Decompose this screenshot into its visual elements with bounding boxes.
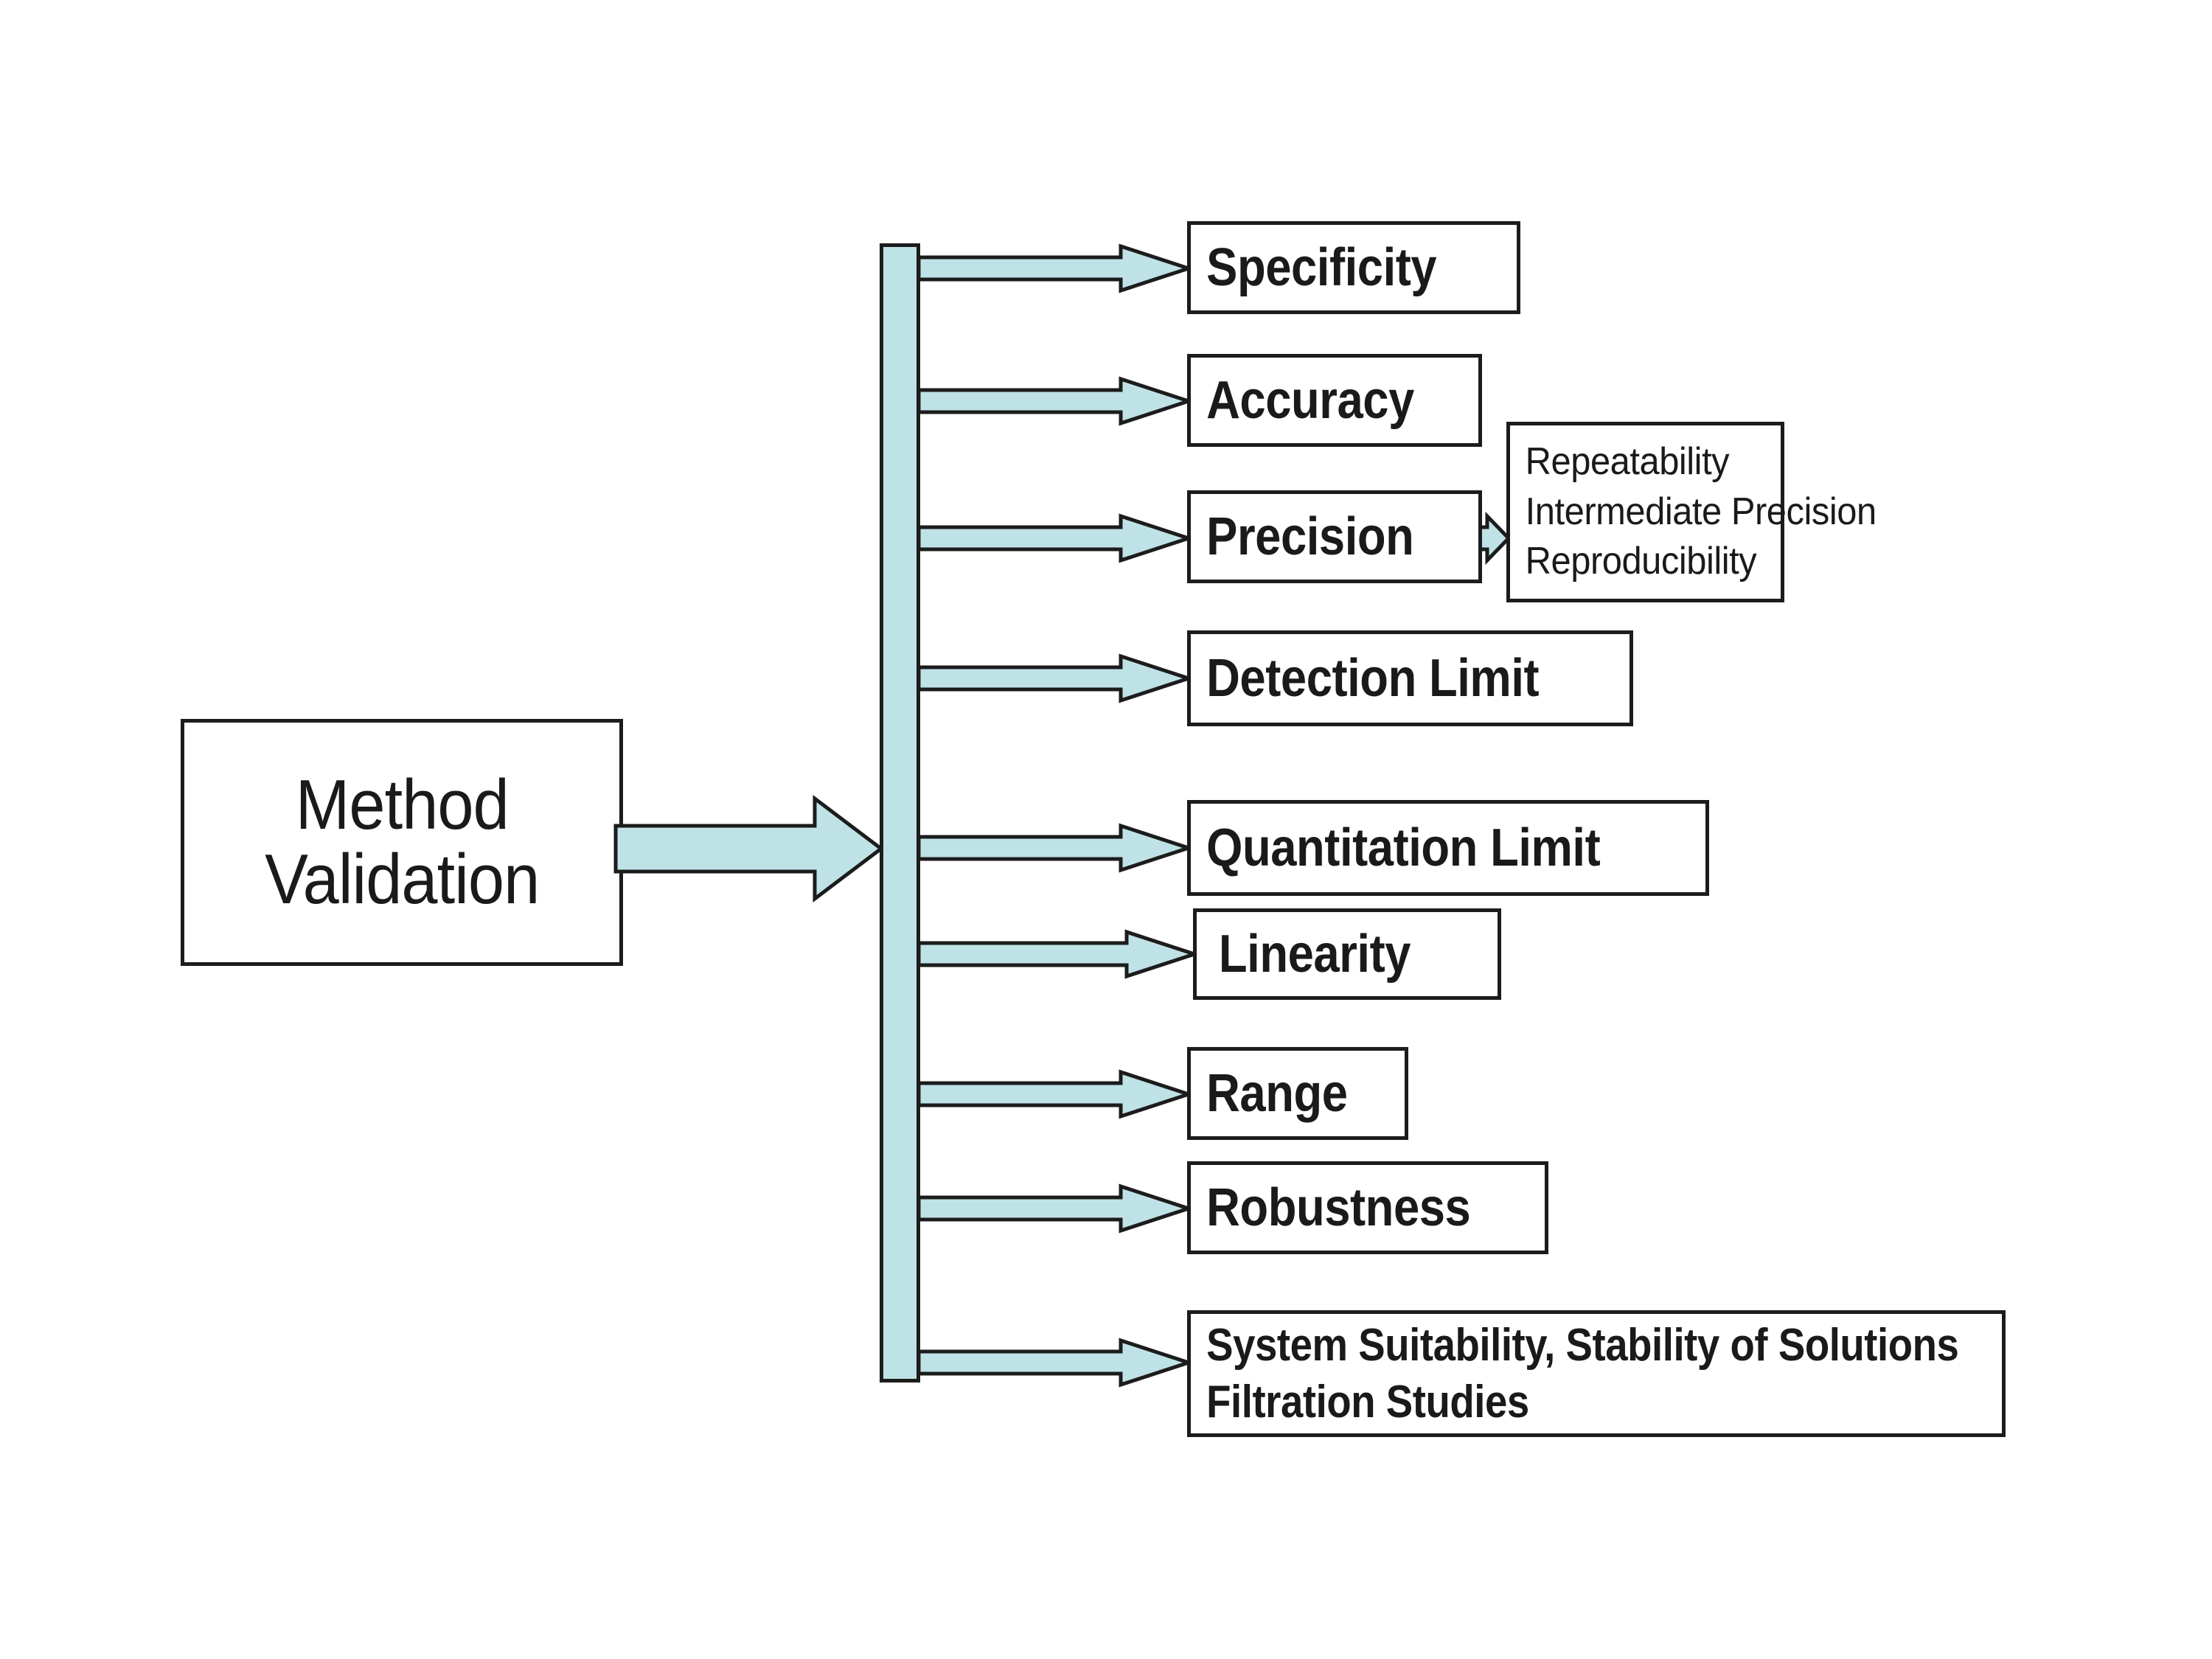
node-precision-detail[interactable]: Repeatability Intermediate Precision Rep… [1506, 422, 1877, 602]
node-system-suitability-label: System Suitability, Stability of Solutio… [1206, 1319, 1959, 1428]
arrow-to-specificity [917, 243, 1195, 293]
node-accuracy[interactable]: Accuracy [1187, 354, 1482, 447]
node-detection-limit-label: Detection Limit [1206, 648, 1540, 708]
arrow-to-detection-limit [917, 653, 1195, 703]
arrow-to-precision [917, 513, 1195, 563]
node-linearity[interactable]: Linearity [1193, 908, 1501, 1000]
arrow-to-robustness [917, 1183, 1195, 1234]
node-range[interactable]: Range [1187, 1047, 1408, 1140]
node-quantitation-limit-label: Quantitation Limit [1206, 818, 1601, 877]
node-precision-label: Precision [1206, 507, 1414, 566]
node-robustness-label: Robustness [1206, 1178, 1471, 1237]
arrow-to-accuracy [917, 376, 1195, 426]
node-accuracy-label: Accuracy [1206, 370, 1414, 430]
node-specificity[interactable]: Specificity [1187, 221, 1520, 314]
node-precision-detail-label: Repeatability Intermediate Precision Rep… [1525, 440, 1877, 583]
node-linearity-label: Linearity [1218, 924, 1411, 984]
node-method-validation[interactable]: Method Validation [181, 719, 623, 966]
node-robustness[interactable]: Robustness [1187, 1161, 1548, 1254]
node-method-validation-label: Method Validation [264, 765, 540, 919]
arrow-to-system-suitability [917, 1338, 1195, 1388]
arrow-to-range [917, 1069, 1195, 1119]
arrow-to-linearity [917, 929, 1201, 979]
node-detection-limit[interactable]: Detection Limit [1187, 630, 1633, 726]
node-precision[interactable]: Precision [1187, 490, 1482, 583]
node-quantitation-limit[interactable]: Quantitation Limit [1187, 800, 1709, 896]
arrow-root-to-spine [613, 794, 885, 903]
node-system-suitability[interactable]: System Suitability, Stability of Solutio… [1187, 1310, 2006, 1437]
node-specificity-label: Specificity [1206, 237, 1437, 297]
spine-bar [880, 243, 920, 1382]
arrow-to-quantitation-limit [917, 823, 1195, 873]
node-range-label: Range [1206, 1063, 1348, 1123]
